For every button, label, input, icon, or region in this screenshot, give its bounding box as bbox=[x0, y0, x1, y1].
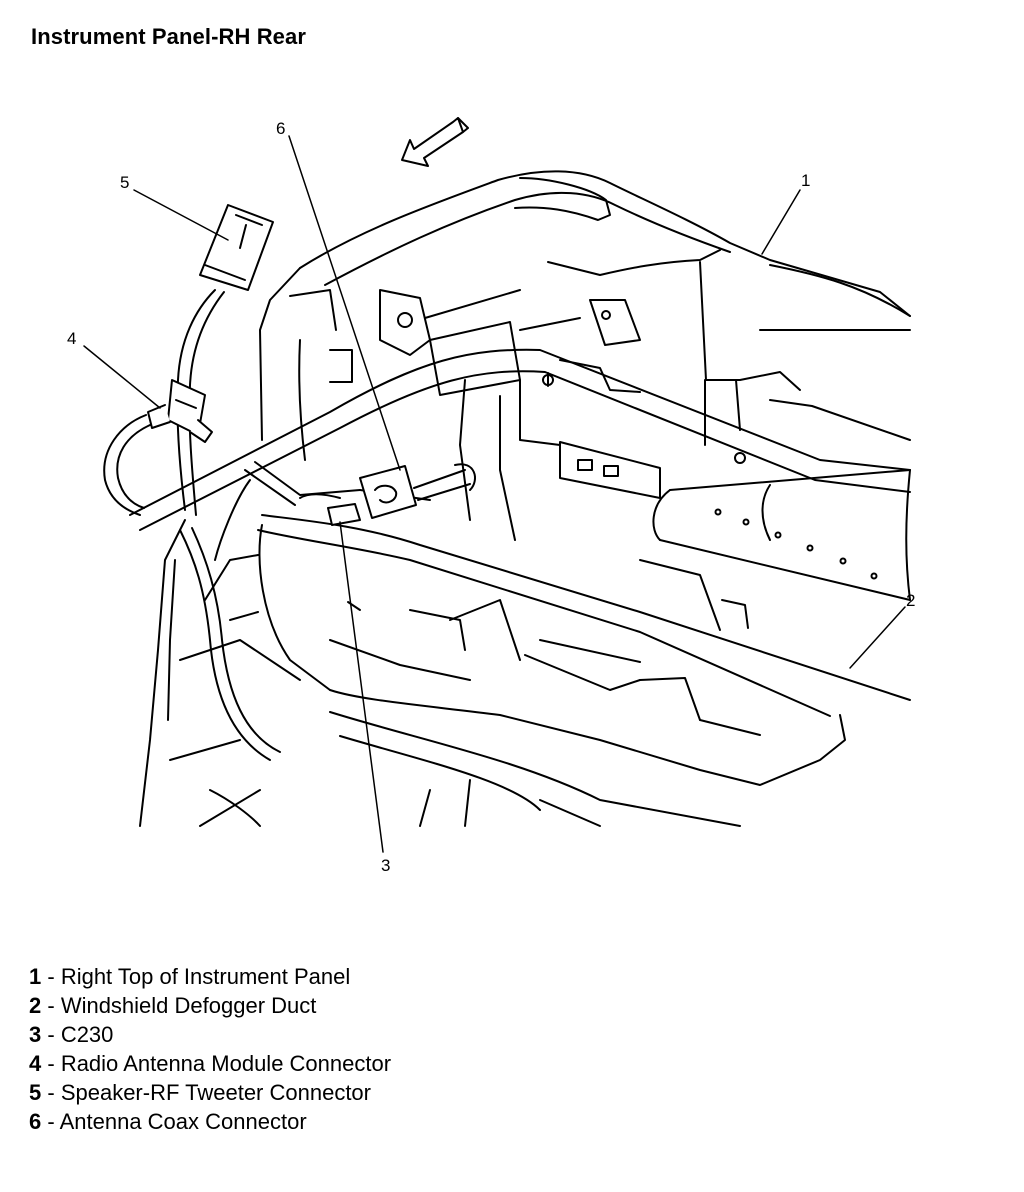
callout-3: 3 bbox=[381, 856, 390, 875]
callout-4: 4 bbox=[67, 329, 76, 348]
legend-item: 6 - Antenna Coax Connector bbox=[29, 1107, 391, 1136]
legend-number: 3 bbox=[29, 1022, 42, 1047]
legend-number: 1 bbox=[29, 964, 42, 989]
callout-2: 2 bbox=[906, 591, 915, 610]
tweeter-connector bbox=[199, 204, 274, 291]
leader-lines bbox=[83, 135, 906, 853]
legend-text: Windshield Defogger Duct bbox=[60, 993, 317, 1018]
instrument-panel-illustration: 1 2 3 4 5 6 bbox=[67, 117, 915, 875]
legend-item: 3 - C230 bbox=[29, 1020, 391, 1049]
callout-1: 1 bbox=[801, 171, 810, 190]
legend: 1 - Right Top of Instrument Panel 2 - Wi… bbox=[29, 962, 391, 1136]
legend-separator: - bbox=[41, 1080, 61, 1105]
legend-item: 1 - Right Top of Instrument Panel bbox=[29, 962, 391, 991]
legend-separator: - bbox=[41, 1022, 61, 1047]
coax-and-c230-connectors bbox=[299, 463, 476, 526]
callout-5: 5 bbox=[120, 173, 129, 192]
instrument-panel-frame bbox=[139, 267, 353, 827]
legend-text: Radio Antenna Module Connector bbox=[60, 1051, 392, 1076]
legend-text: C230 bbox=[60, 1022, 114, 1047]
instrument-panel-top bbox=[299, 170, 911, 446]
wiring-harness bbox=[103, 289, 431, 761]
cross-car-beam bbox=[129, 289, 911, 541]
legend-number: 4 bbox=[29, 1051, 42, 1076]
legend-item: 5 - Speaker-RF Tweeter Connector bbox=[29, 1078, 391, 1107]
direction-arrow-icon bbox=[401, 117, 469, 167]
duct-cylinder bbox=[652, 469, 911, 601]
legend-separator: - bbox=[41, 993, 61, 1018]
callout-6: 6 bbox=[276, 119, 285, 138]
legend-text: Speaker-RF Tweeter Connector bbox=[60, 1080, 371, 1105]
legend-text: Antenna Coax Connector bbox=[59, 1109, 307, 1134]
lower-tubes bbox=[209, 711, 741, 827]
legend-separator: - bbox=[41, 1051, 61, 1076]
legend-separator: - bbox=[41, 1109, 60, 1134]
legend-item: 2 - Windshield Defogger Duct bbox=[29, 991, 391, 1020]
legend-separator: - bbox=[41, 964, 61, 989]
legend-number: 6 bbox=[29, 1109, 42, 1134]
windshield-defogger-duct bbox=[257, 514, 911, 786]
legend-item: 4 - Radio Antenna Module Connector bbox=[29, 1049, 391, 1078]
legend-text: Right Top of Instrument Panel bbox=[60, 964, 351, 989]
legend-number: 5 bbox=[29, 1080, 42, 1105]
page-title: Instrument Panel-RH Rear bbox=[31, 24, 307, 49]
antenna-module-connector bbox=[147, 379, 213, 443]
legend-number: 2 bbox=[29, 993, 42, 1018]
